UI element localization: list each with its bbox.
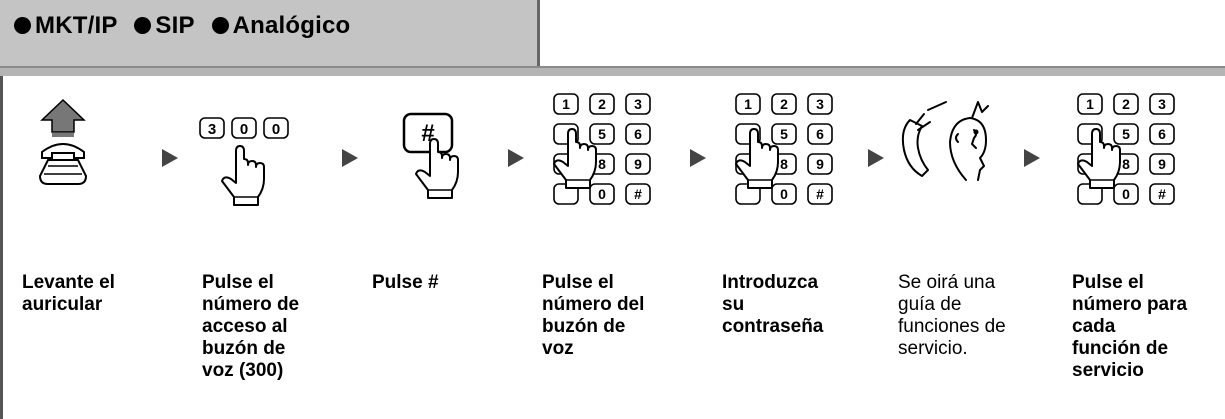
key-0: 0: [272, 121, 280, 138]
bullet-icon: [14, 17, 31, 34]
key-0: 0: [240, 121, 248, 138]
header-tab: MKT/IP SIP Analógico: [0, 0, 540, 66]
svg-text:5: 5: [598, 126, 606, 142]
svg-text:0: 0: [780, 186, 788, 202]
bullet-icon: [211, 17, 229, 34]
step-4-label: Pulse el número del buzón de voz: [542, 272, 645, 359]
step-illustrations: 3 0 0 # 1 2 3 5 6: [0, 76, 1225, 256]
step-7-label: Pulse el número para cada función de ser…: [1072, 272, 1188, 381]
svg-text:3: 3: [634, 96, 642, 112]
svg-text:#: #: [634, 186, 642, 202]
key-3: 3: [208, 121, 216, 138]
step-2-label: Pulse el número de acceso al buzón de vo…: [202, 272, 300, 381]
svg-text:2: 2: [1122, 96, 1130, 112]
svg-text:9: 9: [816, 156, 824, 172]
svg-text:8: 8: [1122, 156, 1130, 172]
svg-text:2: 2: [598, 96, 606, 112]
svg-text:1: 1: [1086, 96, 1094, 112]
svg-text:6: 6: [634, 126, 642, 142]
step-1-label: Levante el auricular: [22, 272, 115, 315]
step-5-label: Introduzca su contraseña: [722, 272, 824, 337]
step-labels: Levante el auricular Pulse el número de …: [0, 272, 1225, 412]
svg-text:0: 0: [1122, 186, 1130, 202]
svg-text:#: #: [1158, 186, 1166, 202]
svg-text:3: 3: [1158, 96, 1166, 112]
svg-text:3: 3: [816, 96, 824, 112]
header-item-mkt-ip: MKT/IP: [14, 12, 118, 39]
step-6-label: Se oirá una guía de funciones de servici…: [898, 272, 1006, 359]
svg-text:8: 8: [780, 156, 788, 172]
dial-300-icon: 3 0 0: [199, 117, 289, 206]
header-title: MKT/IP SIP Analógico: [14, 12, 360, 40]
illustrations-svg: 3 0 0 # 1 2 3 5 6: [38, 93, 1175, 206]
keypad-icon: 1 2 3 5 6 8 9 0 #: [553, 93, 651, 205]
svg-text:8: 8: [598, 156, 606, 172]
header-band: [0, 66, 1225, 76]
arrow-icon: [1024, 149, 1040, 167]
svg-text:9: 9: [634, 156, 642, 172]
header-item-analog: Analógico: [211, 12, 351, 39]
arrow-icon: [162, 149, 178, 167]
svg-text:#: #: [816, 186, 824, 202]
arrow-icon: [508, 149, 524, 167]
header-item-sip: SIP: [134, 12, 195, 39]
svg-text:1: 1: [744, 96, 752, 112]
handset-lift-icon: [38, 98, 88, 185]
svg-text:6: 6: [816, 126, 824, 142]
svg-text:5: 5: [780, 126, 788, 142]
left-border: [0, 0, 3, 419]
step-3-label: Pulse #: [372, 272, 439, 293]
arrow-icon: [342, 149, 358, 167]
svg-text:0: 0: [598, 186, 606, 202]
keypad-icon: 1 2 3 5 6 8 9 0 #: [735, 93, 833, 205]
svg-text:6: 6: [1158, 126, 1166, 142]
keypad-icon: 1 2 3 5 6 8 9 0 #: [1077, 93, 1175, 205]
svg-text:1: 1: [562, 96, 570, 112]
svg-text:2: 2: [780, 96, 788, 112]
listen-guidance-icon: [901, 101, 989, 181]
arrow-icon: [690, 149, 706, 167]
arrow-icon: [868, 149, 884, 167]
svg-text:5: 5: [1122, 126, 1130, 142]
bullet-icon: [134, 17, 152, 34]
svg-text:9: 9: [1158, 156, 1166, 172]
hash-key-icon: #: [402, 112, 459, 199]
